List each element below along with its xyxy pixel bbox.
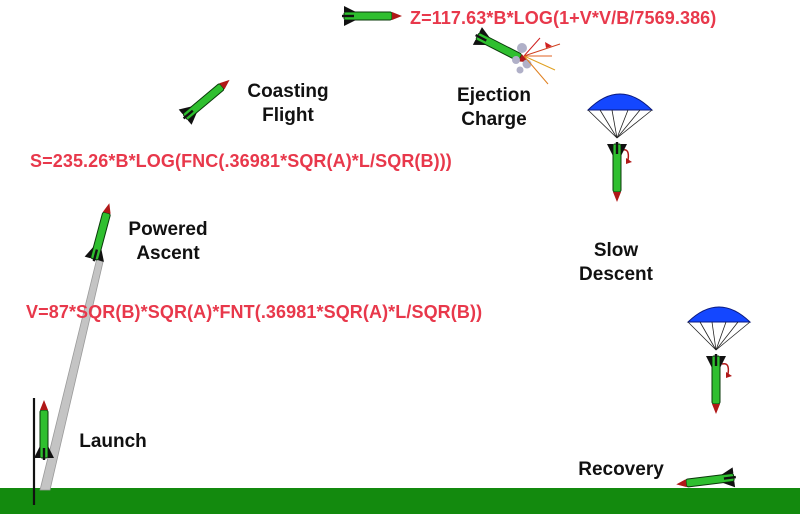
rocket-icon xyxy=(705,353,727,415)
powered-ascent-label: Powered Ascent xyxy=(112,218,224,266)
recovery-label: Recovery xyxy=(578,459,664,480)
explosion-icon xyxy=(512,37,561,85)
ejection-charge-line2: Charge xyxy=(461,109,527,130)
coasting-flight-label: Coasting Flight xyxy=(232,80,344,128)
ejection-charge-line1: Ejection xyxy=(457,85,531,106)
parachute-icon xyxy=(586,93,654,164)
ground xyxy=(0,488,800,514)
altitude-formula: Z=117.63*B*LOG(1+V*V/B/7569.386) xyxy=(410,8,717,28)
rocket-icon xyxy=(341,5,403,27)
rocket-icon xyxy=(606,141,628,203)
slow-descent-line2: Descent xyxy=(579,264,653,285)
slow-descent-label: Slow Descent xyxy=(560,239,672,287)
rocket-icon xyxy=(176,71,237,127)
ejection-charge-label: Ejection Charge xyxy=(438,84,550,132)
powered-ascent-line2: Ascent xyxy=(136,243,200,264)
powered-ascent-line1: Powered xyxy=(128,219,208,240)
parachute-icon xyxy=(686,306,752,378)
coasting-flight-line1: Coasting xyxy=(247,81,329,102)
launch-label: Launch xyxy=(79,431,147,452)
velocity-formula: V=87*SQR(B)*SQR(A)*FNT(.36981*SQR(A)*L/S… xyxy=(26,302,483,322)
slow-descent-line1: Slow xyxy=(593,240,639,261)
distance-formula: S=235.26*B*LOG(FNC(.36981*SQR(A)*L/SQR(B… xyxy=(30,151,452,171)
coasting-flight-line2: Flight xyxy=(262,105,314,126)
smoke-trail-icon xyxy=(39,257,104,491)
